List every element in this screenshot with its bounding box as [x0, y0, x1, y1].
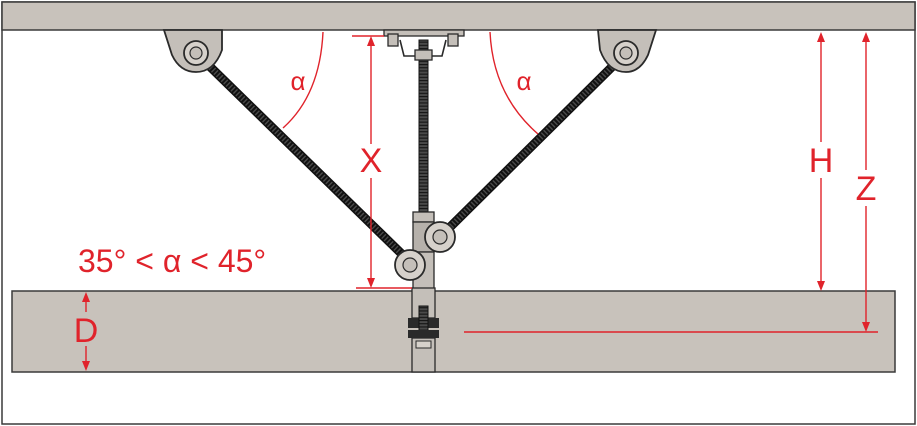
dimension-arrowheads — [82, 32, 870, 371]
beam-clamp-assembly — [408, 287, 439, 373]
left-pivot-joint — [394, 249, 426, 281]
h-dimension-label: H — [809, 142, 834, 180]
right-pivot-joint — [424, 221, 456, 253]
ceiling-slab — [1, 1, 916, 31]
left-angle-label: α — [290, 66, 305, 96]
d-dimension-label: D — [74, 312, 99, 350]
right-brace-rod — [437, 50, 629, 240]
left-ceiling-bracket — [162, 29, 223, 73]
right-angle-arc — [489, 31, 539, 135]
left-angle-arc — [282, 31, 324, 129]
vertical-threaded-rod — [418, 39, 429, 221]
z-dimension-label: Z — [856, 170, 877, 208]
right-angle-label: α — [516, 66, 531, 96]
angle-range-label: 35° < α < 45° — [78, 243, 266, 279]
dimension-lines — [85, 31, 878, 366]
center-ceiling-anchor — [383, 29, 465, 61]
dimension-labels: α α X H Z D 35° < α < 45° — [74, 66, 877, 350]
right-ceiling-bracket — [597, 29, 658, 73]
x-dimension-label: X — [360, 142, 383, 180]
left-brace-rod — [193, 50, 413, 265]
